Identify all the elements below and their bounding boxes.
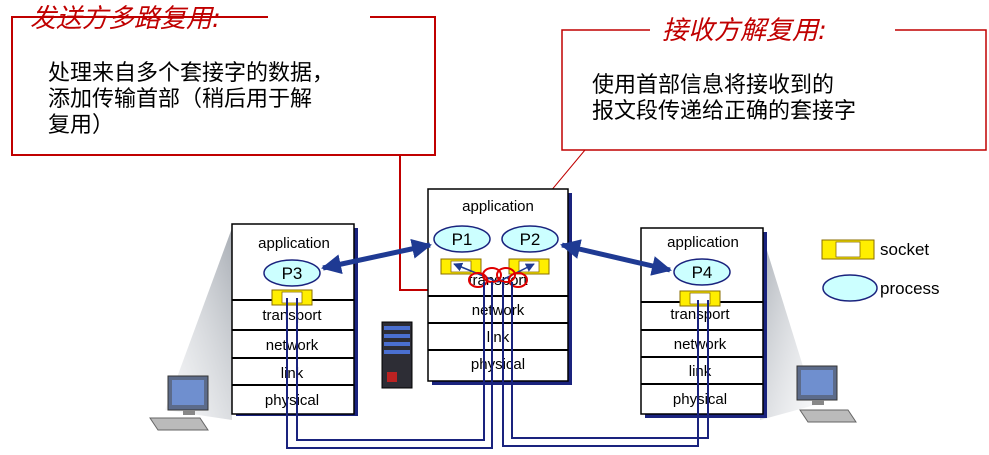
left-layer-application: application: [258, 235, 330, 252]
receiver-callout: 接收方解复用: 使用首部信息将接收到的 报文段传递给正确的套接字: [561, 16, 987, 151]
sender-callout-line-1: 处理来自多个套接字的数据，: [48, 61, 334, 86]
process-p4-label: P4: [692, 263, 713, 282]
right-host-stack: application transport network link physi…: [640, 227, 767, 418]
left-layer-network: network: [266, 337, 319, 354]
left-layer-physical: physical: [265, 392, 319, 409]
left-layer-transport: transport: [262, 307, 322, 324]
legend-process-icon: [822, 274, 878, 302]
arrow-p3-p1: [321, 239, 432, 274]
process-p2: [501, 225, 559, 253]
sender-callout-title: 发送方多路复用:: [30, 4, 221, 34]
process-p1: [433, 225, 491, 253]
legend-socket-icon: [821, 239, 875, 260]
right-layer-network: network: [674, 336, 727, 353]
receiver-callout-line-2: 报文段传递给正确的套接字: [592, 99, 856, 124]
sender-callout-line-3: 复用）: [48, 113, 114, 138]
middle-layer-link: link: [487, 329, 510, 346]
segment-paths: [286, 282, 709, 449]
left-host-beam: [165, 228, 232, 420]
process-p3: [263, 259, 321, 287]
right-layer-application: application: [667, 234, 739, 251]
legend-process-label: process: [880, 279, 940, 298]
server-icon: [381, 321, 413, 389]
receiver-callout-title: 接收方解复用:: [662, 16, 827, 46]
desktop-computer-icon: [149, 375, 209, 431]
right-layer-physical: physical: [673, 391, 727, 408]
sender-callout-line-2: 添加传输首部（稍后用于解: [48, 87, 312, 112]
middle-layer-network: network: [472, 302, 525, 319]
left-host-stack: application transport network link physi…: [231, 223, 358, 416]
middle-layer-application: application: [462, 198, 534, 215]
left-layer-link: link: [281, 365, 304, 382]
sender-callout: 发送方多路复用: 处理来自多个套接字的数据， 添加传输首部（稍后用于解 复用）: [11, 4, 436, 156]
desktop-computer-icon: [796, 365, 857, 423]
receiver-callout-line-1: 使用首部信息将接收到的: [592, 73, 834, 98]
process-p2-label: P2: [520, 230, 541, 249]
process-p4: [673, 258, 731, 286]
socket-p3: [271, 289, 313, 306]
process-p3-label: P3: [282, 264, 303, 283]
middle-layer-physical: physical: [471, 356, 525, 373]
arrow-p2-p4: [560, 239, 672, 276]
legend: socket process: [821, 239, 940, 302]
process-p1-label: P1: [452, 230, 473, 249]
middle-host-stack: application transport network link physi…: [427, 188, 572, 385]
legend-socket-label: socket: [880, 240, 929, 259]
right-layer-link: link: [689, 363, 712, 380]
socket-p4: [679, 290, 721, 307]
right-layer-transport: transport: [670, 306, 730, 323]
